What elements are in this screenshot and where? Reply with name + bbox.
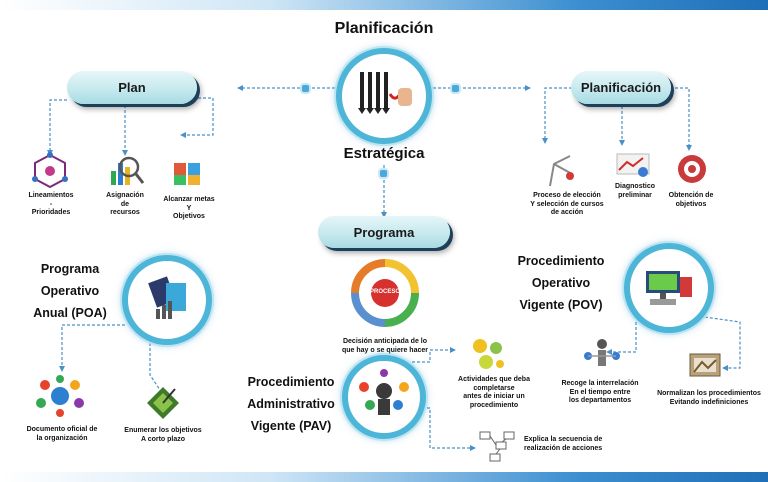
network-hexagon-icon	[32, 152, 68, 190]
poa-item-label-2: Enumerar los objetivos A corto plazo	[124, 427, 202, 443]
sequence-flowchart-icon	[476, 428, 518, 464]
poa-title: Programa Operativo Anual (POA)	[33, 262, 107, 320]
interrelation-people-icon	[580, 334, 624, 372]
planificacion-item-label-3: Obtención de objetivos	[668, 192, 714, 208]
plan-item-label-1: Lineamientos - Prioridades	[28, 192, 74, 216]
bottom-band	[0, 472, 768, 482]
objectives-arrows-icon	[145, 385, 181, 421]
planning-board-icon	[358, 72, 412, 114]
center-title-top: Planificación	[334, 20, 434, 37]
connector-dot-left	[302, 85, 309, 92]
pav-item-label-2: Explica la secuencia de realización de a…	[524, 436, 603, 452]
pav-item-label-1: Actividades que deba completarse antes d…	[458, 376, 530, 409]
procedures-window-icon	[686, 348, 726, 382]
center-title-bottom: Estratégica	[343, 145, 425, 162]
connector-dot-bottom	[380, 170, 387, 177]
person-options-icon	[359, 369, 409, 415]
magnifier-chart-icon	[107, 153, 145, 189]
pov-circle	[624, 243, 714, 333]
pov-item-label-2: Normalizan los procedimientos Evitando i…	[657, 390, 761, 406]
plan-pill: Plan	[67, 71, 197, 104]
poa-circle	[122, 255, 212, 345]
diagnosis-chart-icon	[615, 150, 651, 180]
target-hands-icon	[674, 151, 710, 187]
process-cycle-icon: PROCESO	[345, 255, 425, 333]
pav-title: Procedimiento Administrativo Vigente (PA…	[247, 375, 335, 433]
programa-pill: Programa	[318, 216, 450, 248]
top-band	[0, 0, 768, 10]
planificacion-item-label-2: Diagnostico preliminar	[614, 183, 656, 199]
planificacion-item-label-1: Proceso de elección Y selección de curso…	[530, 192, 604, 216]
plan-item-label-2: Asignación de recursos	[106, 192, 144, 216]
planificacion-pill: Planificación	[571, 71, 671, 104]
connector-dot-right	[452, 85, 459, 92]
process-word: PROCESO	[369, 289, 400, 295]
pov-item-label-1: Recoge la interrelación En el tiempo ent…	[561, 380, 639, 404]
activities-puzzle-icon	[470, 336, 506, 372]
documents-chart-icon	[148, 276, 186, 319]
center-circle	[336, 48, 432, 144]
plan-item-label-3: Alcanzar metas Y Objetivos	[163, 196, 215, 220]
monitor-devices-icon	[646, 271, 692, 305]
organization-icons-cluster	[35, 375, 85, 417]
path-choice-icon	[540, 150, 580, 190]
puzzle-hands-icon	[168, 157, 208, 189]
pav-circle	[342, 355, 426, 439]
programa-decision-text: Decisión anticipada de lo que hay o se q…	[342, 338, 428, 354]
poa-item-label-1: Documento oficial de la organización	[26, 426, 98, 442]
pov-title: Procedimiento Operativo Vigente (POV)	[517, 254, 605, 312]
